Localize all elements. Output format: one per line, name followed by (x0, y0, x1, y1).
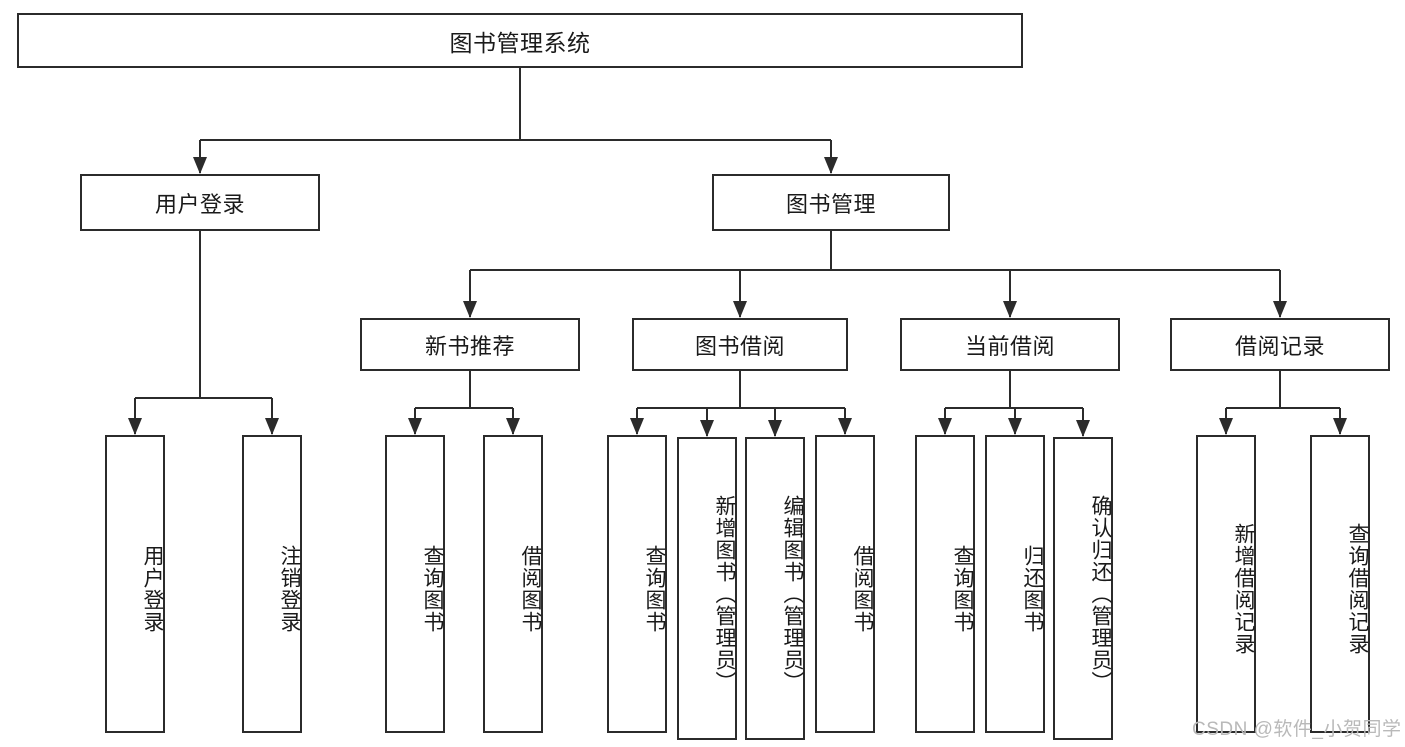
connector-book-mgmt-bus (470, 269, 1280, 271)
connector-user-login-bus (135, 397, 272, 399)
node-level3-2[interactable]: 当前借阅 (900, 318, 1120, 371)
node-level2-0[interactable]: 用户登录 (80, 174, 320, 231)
connector-to-level3-0 (469, 270, 471, 317)
arrowhead-level3-0 (463, 301, 477, 318)
connector-borrow-record-bus (1226, 407, 1340, 409)
node-level3-0[interactable]: 新书推荐 (360, 318, 580, 371)
arrowhead-leaf-4 (630, 418, 644, 435)
connector-to-level3-3 (1279, 270, 1281, 317)
connector-root-stem (519, 68, 521, 140)
arrowhead-leaf-2 (408, 418, 422, 435)
arrowhead-level2-1 (824, 157, 838, 174)
node-leaf-4[interactable]: 查询图书 (607, 435, 667, 733)
node-leaf-6[interactable]: 编辑图书（管理员） (745, 437, 805, 740)
node-leaf-9[interactable]: 归还图书 (985, 435, 1045, 733)
node-level3-3[interactable]: 借阅记录 (1170, 318, 1390, 371)
connector-to-level3-2 (1009, 270, 1011, 317)
connector-to-level3-1 (739, 270, 741, 317)
connector-book-borrow-stem (739, 371, 741, 408)
arrowhead-leaf-12 (1333, 418, 1347, 435)
arrowhead-level2-0 (193, 157, 207, 174)
connector-new-book-stem (469, 371, 471, 408)
connector-user-login-stem (199, 231, 201, 398)
connector-current-borrow-stem (1009, 371, 1011, 408)
node-leaf-2[interactable]: 查询图书 (385, 435, 445, 733)
arrowhead-level3-3 (1273, 301, 1287, 318)
node-leaf-5[interactable]: 新增图书（管理员） (677, 437, 737, 740)
arrowhead-leaf-10 (1076, 420, 1090, 437)
node-leaf-12[interactable]: 查询借阅记录 (1310, 435, 1370, 733)
node-level3-1[interactable]: 图书借阅 (632, 318, 848, 371)
arrowhead-level3-2 (1003, 301, 1017, 318)
connector-to-level2-0 (199, 140, 201, 173)
arrowhead-leaf-3 (506, 418, 520, 435)
node-level2-1[interactable]: 图书管理 (712, 174, 950, 231)
node-leaf-10[interactable]: 确认归还（管理员） (1053, 437, 1113, 740)
arrowhead-leaf-0 (128, 418, 142, 435)
connector-to-leaf-1 (271, 398, 273, 434)
node-leaf-7[interactable]: 借阅图书 (815, 435, 875, 733)
connector-to-leaf-0 (134, 398, 136, 434)
connector-new-book-bus (415, 407, 513, 409)
node-leaf-1[interactable]: 注销登录 (242, 435, 302, 733)
arrowhead-leaf-1 (265, 418, 279, 435)
arrowhead-leaf-9 (1008, 418, 1022, 435)
arrowhead-leaf-7 (838, 418, 852, 435)
connector-to-level2-1 (830, 140, 832, 173)
watermark-text: CSDN @软件_小贺同学 (1192, 719, 1402, 740)
arrowhead-level3-1 (733, 301, 747, 318)
node-leaf-3[interactable]: 借阅图书 (483, 435, 543, 733)
arrowhead-leaf-8 (938, 418, 952, 435)
connector-root-bus (200, 139, 831, 141)
arrowhead-leaf-5 (700, 420, 714, 437)
node-leaf-0[interactable]: 用户登录 (105, 435, 165, 733)
connector-book-borrow-bus (637, 407, 845, 409)
connector-borrow-record-stem (1279, 371, 1281, 408)
connector-book-mgmt-stem (830, 231, 832, 270)
arrowhead-leaf-6 (768, 420, 782, 437)
node-leaf-11[interactable]: 新增借阅记录 (1196, 435, 1256, 733)
node-root-图书管理系统[interactable]: 图书管理系统 (17, 13, 1023, 68)
arrowhead-leaf-11 (1219, 418, 1233, 435)
node-leaf-8[interactable]: 查询图书 (915, 435, 975, 733)
